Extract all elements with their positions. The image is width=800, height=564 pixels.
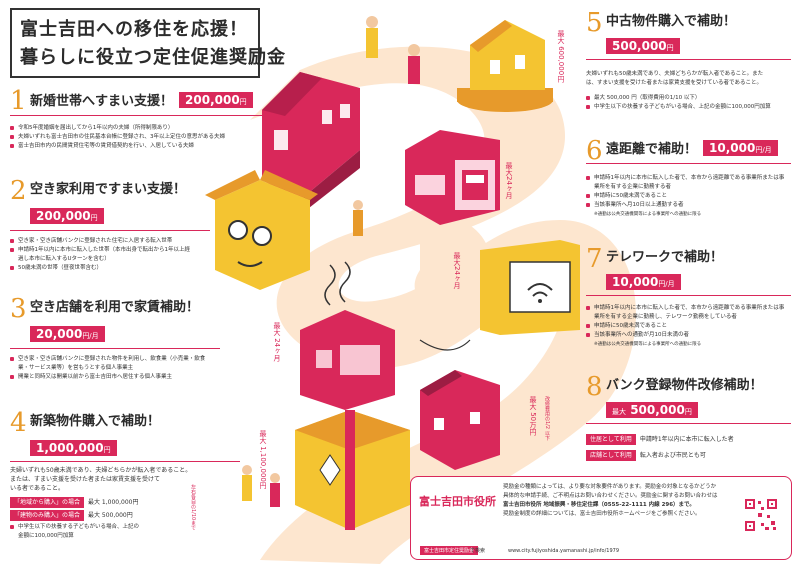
section-6-item: 申請時1年以内に本市に転入した者で、本市から遠距離である事業所または事業所を有す…	[586, 174, 786, 192]
city-hall-url[interactable]: www.city.fujiyoshida.yamanashi.jp/info/1…	[508, 548, 620, 554]
section-6-note: ※通勤は公共交通機関等による事業所への通勤に限る	[594, 212, 702, 217]
section-1-item: 令和5年度婚姻を届出してから1年以内の夫婦（所得制限あり）	[10, 124, 272, 133]
city-hall-name: 富士吉田市役所	[419, 495, 496, 508]
section-1: 1 新婚世帯へすまい支援！ 200,000円 令和5年度婚姻を届出してから1年以…	[10, 88, 272, 151]
section-4-description: 夫婦いずれも50歳未満であり、夫婦どちらかが転入者であること。 または、すまい支…	[10, 467, 192, 492]
label-max-1100k: 最大 1,100,000円	[259, 430, 267, 489]
section-4-chip-row: 「建物のみ購入」の場合最大 500,000円	[10, 510, 240, 521]
label-max-24-c: 最大 24ヶ月	[273, 322, 281, 362]
label-max-600k: 最大 600,000円	[557, 30, 565, 83]
section-4-number: 4	[10, 408, 27, 438]
search-suffix: で検索	[470, 548, 486, 554]
section-5-item: 中学生以下の扶養する子どもがいる場合、上記の金額に100,000円加算	[586, 103, 791, 112]
section-6: 6 遠距離で補助！ 10,000円/月 申請時1年以内に本市に転入した者で、本市…	[586, 138, 791, 219]
section-6-heading: 遠距離で補助！	[606, 142, 698, 157]
title-line-1: 富士吉田への移住を応援！	[20, 19, 248, 40]
section-2-number: 2	[10, 176, 27, 206]
poster-title: 富士吉田への移住を応援！ 暮らしに役立つ定住促進奨励金	[10, 8, 286, 78]
section-7-amount: 10,000円/月	[606, 274, 681, 290]
garage-train-illustration	[405, 130, 500, 225]
section-5-amount: 500,000円	[606, 38, 680, 54]
section-4-chip-row: 「地域から購入」の場合最大 1,000,000円	[10, 497, 240, 508]
label-max-24-a: 最大24ヶ月	[505, 162, 513, 199]
section-4-heading: 新築物件購入で補助！	[30, 414, 161, 429]
section-7-item: 当該事業所への通勤が月10日未満の者	[586, 331, 791, 340]
people-illustration	[242, 16, 420, 507]
section-2-heading: 空き家利用ですまい支援！	[30, 182, 187, 197]
section-2: 2 空き家利用ですまい支援！ 200,000円 空き家・空き店舗バンクに登録され…	[10, 178, 210, 273]
section-1-number: 1	[10, 86, 27, 116]
pink-shop-illustration	[300, 261, 395, 410]
section-6-number: 6	[586, 136, 603, 166]
yellow-house-pedestal-illustration	[457, 20, 553, 112]
section-3-item: 空き家・空き店舗バンクに登録された物件を利用し、飲食業（小売業・飲食業・サービス…	[10, 355, 210, 373]
laptop-illustration	[480, 240, 580, 335]
section-8-amount: 最大 500,000円	[606, 402, 698, 418]
pink-house-8-illustration	[419, 339, 500, 470]
section-5-item: 最大 500,000 円（取得費用の1/10 以下）	[586, 94, 791, 103]
section-5-description: 夫婦いずれも50歳未満であり、夫婦どちらかが転入者であること。また は、すまい支…	[586, 71, 764, 86]
section-7-number: 7	[586, 244, 603, 274]
section-7-note: ※通勤は公共交通機関等による事業所への通勤に限る	[594, 342, 702, 347]
qr-code-icon[interactable]	[743, 497, 779, 533]
section-5-number: 5	[586, 8, 603, 38]
section-4-side-note: 左右各自の1/10まで	[190, 484, 196, 531]
section-3-heading: 空き店舗を利用で家賃補助！	[30, 300, 200, 315]
label-max-24-b: 最大24ヶ月	[453, 252, 461, 289]
section-4-amount: 1,000,000円	[30, 440, 117, 456]
section-2-item: 申請時1年以内に本市に転入した世帯（本市出身で転出から1年以上経過し本市に転入す…	[10, 246, 190, 264]
gift-house-illustration	[295, 410, 410, 530]
section-6-item: 当該事業所へ月10日以上通勤する者	[586, 201, 791, 210]
section-2-item: 50歳未満の世帯（昼夜世帯含む）	[10, 264, 210, 273]
section-8-chip-row: 住居として利用申請時1年以内に本市に転入した者	[586, 434, 791, 445]
section-3-number: 3	[10, 294, 27, 324]
city-hall-info: 奨励金の種類によっては、より要な対象要件があります。奨励金の対象となるかどうか …	[503, 484, 718, 517]
section-3-item: 開業と同時又は開業以前から富士吉田市へ居住する個人事業主	[10, 373, 220, 382]
label-max-50k: 最大 50万円	[529, 396, 537, 436]
section-6-item: 申請時に50歳未満であること	[586, 192, 791, 201]
section-7-item: 申請時に50歳未満であること	[586, 322, 791, 331]
section-8-heading: バンク登録物件改修補助！	[606, 378, 763, 393]
section-5-heading: 中古物件購入で補助！	[606, 14, 737, 29]
section-7: 7 テレワークで補助！ 10,000円/月 申請時1年以内に本市に転入した者で、…	[586, 246, 791, 349]
section-5: 5 中古物件購入で補助！ 500,000円 夫婦いずれも50歳未満であり、夫婦ど…	[586, 10, 791, 112]
label-max-50k-note: 改修費用の1/2 以下	[544, 396, 550, 441]
section-7-heading: テレワークで補助！	[606, 250, 724, 265]
yellow-face-house-illustration	[205, 170, 318, 290]
section-1-amount: 200,000円	[179, 91, 253, 108]
section-6-amount: 10,000円/月	[703, 139, 778, 156]
pink-house-illustration	[262, 72, 360, 215]
section-4-extra: 中学生以下の扶養する子どもがいる場合、上記の金額に100,000円加算	[10, 523, 140, 541]
section-1-item: 夫婦いずれも富士吉田市の住民基本台帳に登録され、3年以上定住の意思がある夫婦	[10, 133, 272, 142]
search-keyword: 富士吉田市定住奨励金	[420, 546, 479, 555]
section-8-chip-row: 店舗として利用転入者および市民とも可	[586, 450, 791, 461]
section-8-number: 8	[586, 372, 603, 402]
section-8: 8 バンク登録物件改修補助！ 最大 500,000円 住居として利用申請時1年以…	[586, 374, 791, 461]
section-2-amount: 200,000円	[30, 208, 104, 224]
section-4: 4 新築物件購入で補助！ 1,000,000円 夫婦いずれも50歳未満であり、夫…	[10, 410, 240, 541]
section-3: 3 空き店舗を利用で家賃補助！ 20,000円/月 空き家・空き店舗バンクに登録…	[10, 296, 220, 382]
section-1-heading: 新婚世帯へすまい支援！	[30, 94, 174, 109]
title-line-2: 暮らしに役立つ定住促進奨励金	[20, 47, 286, 68]
section-2-item: 空き家・空き店舗バンクに登録された住宅に入居する転入世帯	[10, 237, 210, 246]
section-3-amount: 20,000円/月	[30, 326, 105, 342]
section-7-item: 申請時1年以内に本市に転入した者で、本市から遠距離である事業所または事業所を有す…	[586, 304, 786, 322]
section-1-item: 富士吉田市内の民間賃貸住宅等の賃貸借契約を行い、入居している夫婦	[10, 142, 272, 151]
